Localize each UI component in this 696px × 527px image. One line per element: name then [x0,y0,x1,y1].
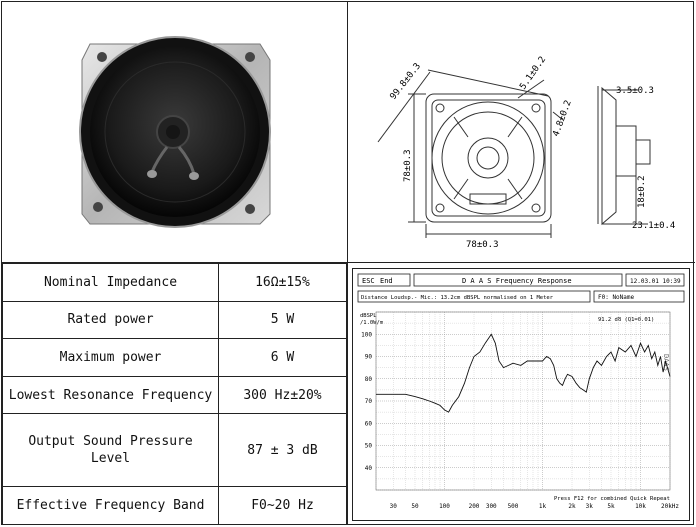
x-tick-label: 50 [411,503,419,510]
response-curve [376,333,671,413]
speaker-photo [79,36,271,228]
table-row: Effective Frequency Band F0~20 Hz [2,486,347,525]
graph-info: Distance Loudsp.- Mic.: 13.2cm dBSPL nor… [361,295,554,301]
spec-value: 16Ω±15% [218,263,347,302]
x-tick-labels: 30 50 100 200 300 500 1k 2k 3k 5k 10k 20kHz [390,503,680,510]
horizontal-divider [1,262,695,263]
spec-label: Output Sound Pressure Level [2,413,219,488]
y-tick-label: 70 [365,398,373,405]
x-tick-label: 10k [635,503,646,510]
graph-footer: Press F12 for combined Quick Repeat [554,496,670,502]
y-unit-label-2: /1.0W/m [360,320,384,326]
dim-height: 78±0.3 [403,149,413,182]
dimension-drawing: 99.8±0.3 78±0.3 78±0.3 5.1±0.2 4.8±0.2 3… [377,55,675,250]
end-key[interactable]: End [380,277,393,285]
y-tick-label: 40 [365,465,373,472]
x-tick-label: 30 [390,503,398,510]
spec-label: Effective Frequency Band [2,486,219,525]
dim-magnet: 18±0.2 [637,175,647,208]
x-tick-label: 5k [607,503,615,510]
vertical-divider [347,1,348,525]
y-tick-label: 90 [365,354,373,361]
x-tick-label: 300 [486,503,497,510]
x-tick-label: 200 [469,503,480,510]
table-row: Output Sound Pressure Level 87 ± 3 dB [2,413,347,488]
spec-table: Nominal Impedance 16Ω±15% Rated power 5 … [2,263,347,525]
x-tick-label: 20kHz [661,503,679,510]
y-tick-label: 50 [365,443,373,450]
spec-value: 6 W [218,338,347,377]
table-row: Lowest Resonance Frequency 300 Hz±20% [2,375,347,415]
esc-key[interactable]: ESC [362,277,375,285]
spec-label: Rated power [2,300,219,340]
x-tick-label: 2k [568,503,576,510]
graph-date: 12.03.01 10:39 [630,278,681,285]
dim-hole: 4.8±0.2 [551,99,573,138]
x-tick-label: 100 [439,503,450,510]
dim-depth: 23.1±0.4 [632,221,675,231]
spec-value: 5 W [218,300,347,340]
graph-file: F0: NoName [598,294,635,301]
spec-label: Lowest Resonance Frequency [2,375,219,415]
table-row: Rated power 5 W [2,300,347,340]
y-tick-labels: 40 50 60 70 80 90 100 [361,331,372,472]
dim-slot: 5.1±0.2 [518,55,548,92]
x-tick-label: 500 [508,503,519,510]
y-tick-label: 100 [361,331,372,338]
dim-rim: 3.5±0.3 [616,86,654,96]
dim-diagonal: 99.8±0.3 [388,62,423,102]
spec-label: Maximum power [2,338,219,377]
y-tick-label: 60 [365,420,373,427]
spec-label: Nominal Impedance [2,263,219,302]
grid [375,311,671,491]
y-unit-label: dBSPL [360,313,377,319]
frequency-response-chart: ESC End D A A S Frequency Response 12.03… [352,268,690,521]
graph-readout: 91.2 dB (Q1=0.01) [598,317,654,323]
spec-value: 87 ± 3 dB [218,413,347,488]
y-tick-label: 80 [365,376,373,383]
spec-value: 300 Hz±20% [218,375,347,415]
spec-value: F0~20 Hz [218,486,347,525]
x-tick-label: 3k [586,503,594,510]
x-tick-label: 1k [539,503,547,510]
graph-title: D A A S Frequency Response [462,277,572,285]
dim-width: 78±0.3 [466,240,499,250]
table-row: Nominal Impedance 16Ω±15% [2,263,347,302]
table-row: Maximum power 6 W [2,338,347,377]
